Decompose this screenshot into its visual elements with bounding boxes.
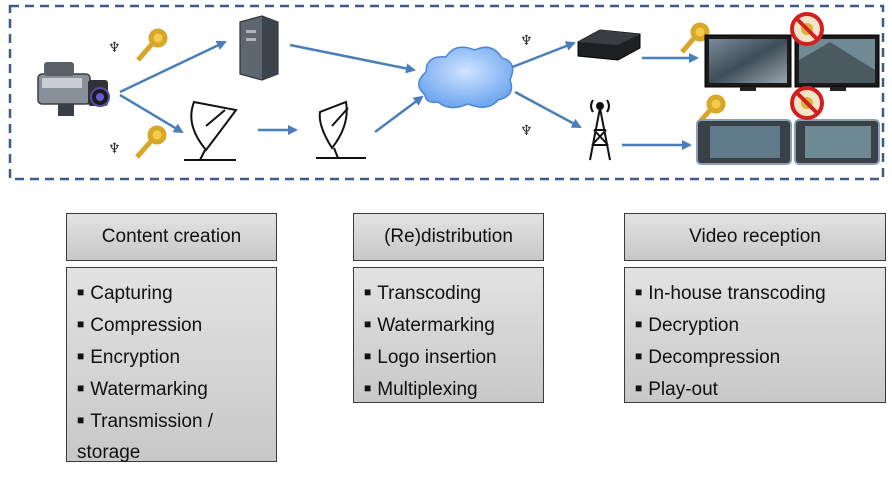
section-title: (Re)distribution	[384, 226, 513, 247]
list-item: ■Play-out	[635, 379, 718, 400]
list-item: ■Watermarking	[364, 315, 495, 336]
list-item: ■Encryption	[77, 347, 181, 368]
content-creation-header: Content creation	[66, 213, 277, 261]
list-item: ■Compression	[77, 315, 203, 336]
video-reception-list: ■In-house transcoding ■Decryption ■Decom…	[624, 267, 886, 403]
video-camera-icon	[37, 62, 110, 116]
svg-text:♆: ♆	[108, 40, 121, 56]
arrows	[119, 40, 699, 150]
dashed-frame	[8, 4, 885, 181]
list-item: ■Decompression	[635, 347, 781, 368]
watermark-icon: ♆ ♆ ♆ ♆	[108, 33, 533, 157]
list-item: ■Logo insertion	[364, 347, 497, 368]
list-item: ■Multiplexing	[364, 379, 478, 400]
list-item: ■Capturing	[77, 283, 173, 304]
prohibited-icon	[790, 12, 824, 120]
list-item: ■Decryption	[635, 315, 740, 336]
list-item: ■In-house transcoding	[635, 283, 826, 304]
tv-icon	[704, 34, 880, 91]
satellite-dish-icon	[316, 100, 366, 159]
server-icon	[239, 15, 279, 81]
key-icon	[135, 22, 726, 159]
list-item-continuation: storage	[77, 442, 141, 463]
section-title: Video reception	[689, 226, 821, 247]
cloud-icon	[418, 46, 514, 109]
section-title: Content creation	[101, 226, 242, 247]
svg-text:♆: ♆	[520, 123, 533, 139]
video-reception-header: Video reception	[624, 213, 886, 261]
broadcast-tower-icon	[589, 99, 611, 161]
tablet-icon	[696, 119, 880, 165]
svg-text:♆: ♆	[108, 141, 121, 157]
satellite-dish-icon	[184, 100, 238, 161]
redistribution-header: (Re)distribution	[353, 213, 544, 261]
redistribution-list: ■Transcoding ■Watermarking ■Logo inserti…	[353, 267, 544, 403]
svg-text:♆: ♆	[520, 33, 533, 49]
set-top-box-icon	[577, 29, 641, 61]
list-item: ■Transmission /	[77, 411, 214, 432]
list-item: ■Transcoding	[364, 283, 482, 304]
content-creation-list: ■Capturing ■Compression ■Encryption ■Wat…	[66, 267, 277, 463]
distribution-diagram: ♆ ♆ ♆ ♆	[8, 4, 885, 181]
list-item: ■Watermarking	[77, 379, 208, 400]
